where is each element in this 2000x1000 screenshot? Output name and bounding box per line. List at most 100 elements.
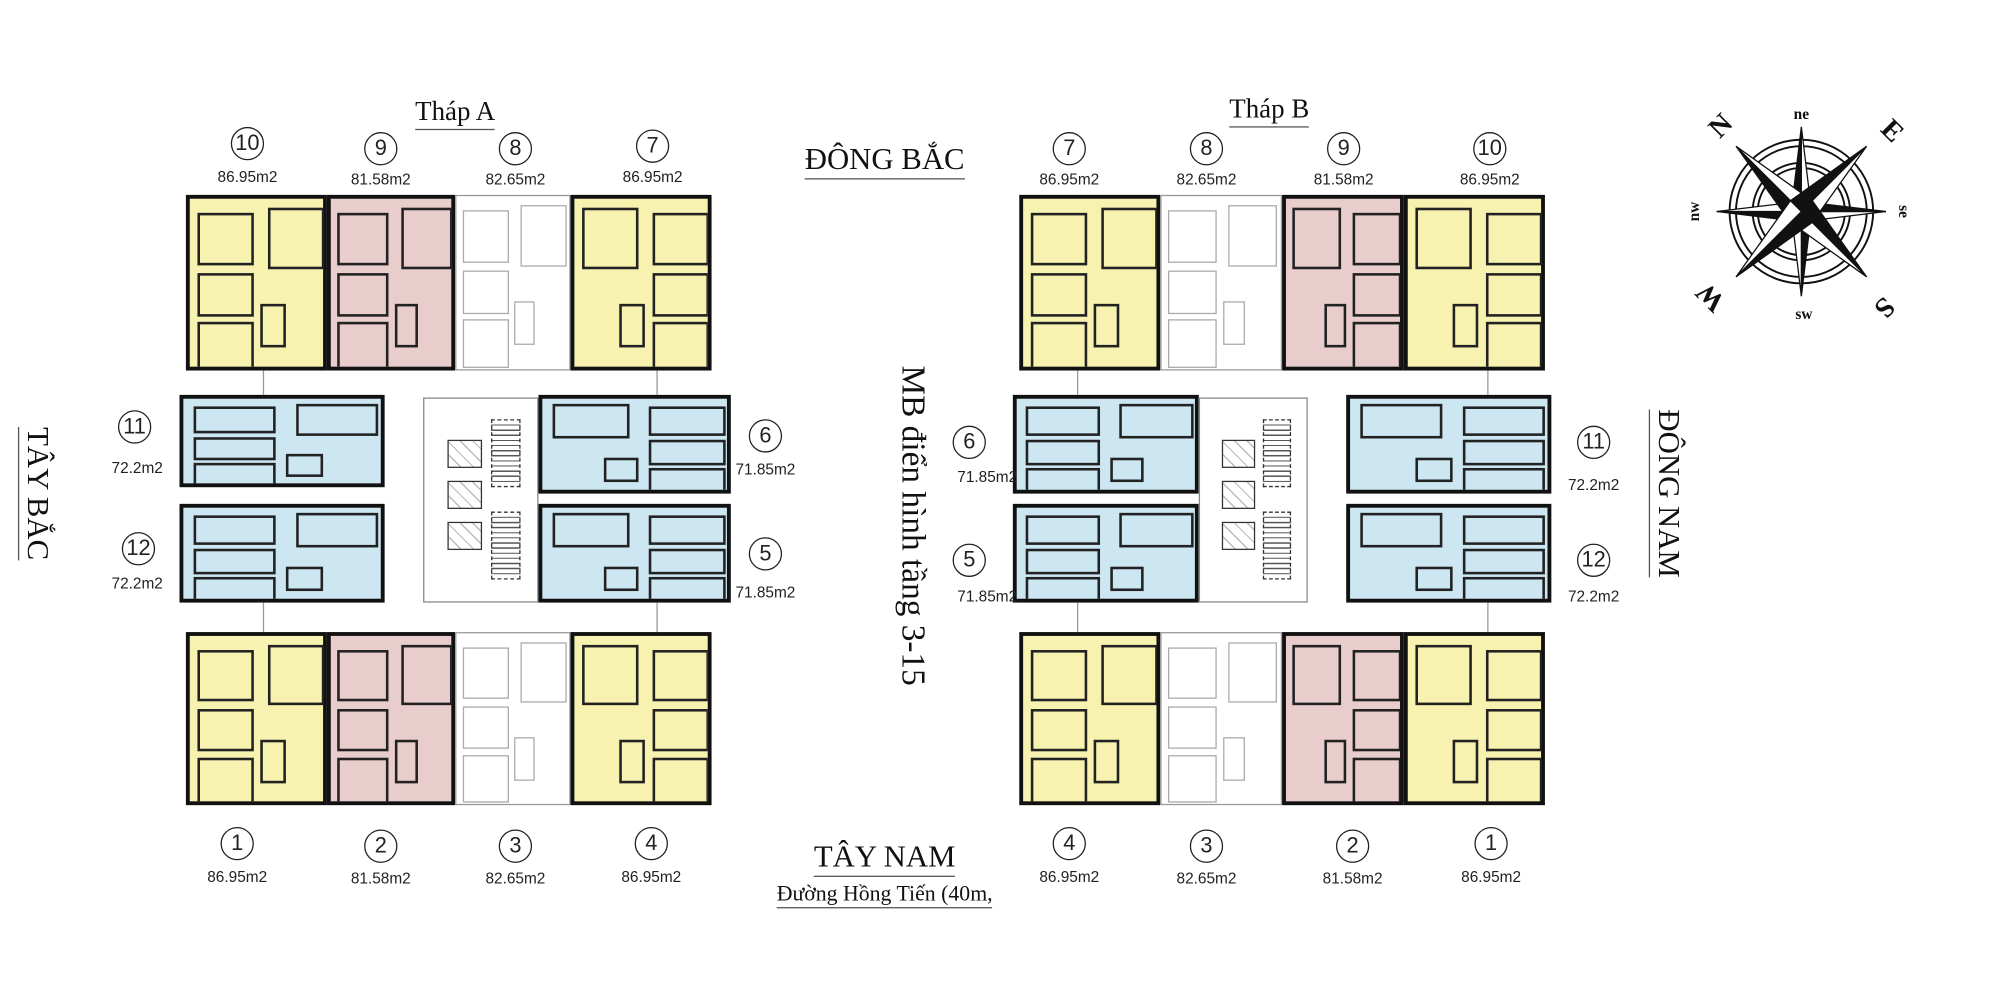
unit-number: 10 bbox=[230, 126, 265, 161]
room-outline bbox=[196, 212, 254, 266]
room-outline bbox=[1100, 644, 1157, 706]
room-outline bbox=[1026, 406, 1101, 437]
room-outline bbox=[581, 644, 638, 706]
unit-number: 5 bbox=[952, 543, 986, 577]
room-outline bbox=[337, 708, 389, 752]
unit-number: 11 bbox=[117, 410, 152, 444]
unit-area: 72.2m2 bbox=[111, 574, 163, 593]
room-outline bbox=[651, 321, 708, 367]
room-outline bbox=[1026, 576, 1101, 599]
tower-a-title: Tháp A bbox=[415, 96, 496, 131]
apartment-unit-plan bbox=[1019, 632, 1161, 806]
room-outline bbox=[193, 463, 276, 484]
elevator-shaft bbox=[447, 439, 483, 469]
room-outline bbox=[193, 406, 276, 434]
apartment-unit-plan bbox=[455, 194, 571, 371]
apartment-unit-plan bbox=[326, 194, 456, 371]
room-outline bbox=[462, 269, 509, 314]
room-outline bbox=[1167, 319, 1217, 369]
room-outline bbox=[514, 301, 535, 346]
unit-area: 71.85m2 bbox=[735, 583, 796, 602]
apartment-unit-plan bbox=[1012, 394, 1199, 494]
connector-line bbox=[656, 370, 658, 395]
room-outline bbox=[462, 210, 509, 263]
connector-line bbox=[262, 370, 265, 395]
room-outline bbox=[1462, 549, 1545, 574]
room-outline bbox=[648, 467, 726, 490]
unit-number: 7 bbox=[1052, 132, 1086, 166]
unit-number: 7 bbox=[635, 129, 670, 163]
compass-w: W bbox=[1690, 276, 1732, 318]
room-outline bbox=[196, 272, 254, 317]
staircase bbox=[1263, 511, 1291, 580]
room-outline bbox=[1324, 739, 1347, 784]
room-outline bbox=[196, 757, 254, 802]
connector-line bbox=[656, 602, 658, 633]
room-outline bbox=[1452, 304, 1479, 349]
room-outline bbox=[1228, 642, 1278, 703]
room-outline bbox=[1093, 739, 1120, 784]
unit-number: 2 bbox=[1335, 829, 1370, 863]
room-outline bbox=[581, 207, 638, 269]
room-outline bbox=[337, 757, 389, 802]
direction-north-east: ĐÔNG BẮC bbox=[804, 144, 965, 180]
apartment-unit-plan bbox=[1346, 394, 1552, 494]
room-outline bbox=[648, 515, 726, 546]
unit-area: 86.95m2 bbox=[1459, 170, 1520, 189]
unit-area: 81.58m2 bbox=[1313, 170, 1374, 189]
room-outline bbox=[619, 304, 645, 349]
unit-area: 72.2m2 bbox=[1567, 587, 1620, 606]
room-outline bbox=[1118, 512, 1194, 548]
apartment-unit-plan bbox=[538, 503, 731, 603]
elevator-shaft bbox=[447, 480, 483, 510]
room-outline bbox=[193, 549, 276, 574]
room-outline bbox=[462, 319, 509, 369]
unit-number: 12 bbox=[1576, 543, 1611, 577]
unit-number: 1 bbox=[1474, 826, 1508, 861]
elevator-shaft bbox=[1221, 480, 1255, 510]
compass-s: S bbox=[1868, 291, 1901, 324]
room-outline bbox=[1352, 212, 1401, 266]
room-outline bbox=[1026, 549, 1101, 574]
room-outline bbox=[1462, 467, 1545, 490]
unit-number: 8 bbox=[498, 132, 533, 166]
unit-area: 71.85m2 bbox=[735, 460, 796, 479]
apartment-unit-plan bbox=[1012, 503, 1199, 603]
unit-number: 4 bbox=[634, 826, 668, 861]
unit-area: 71.85m2 bbox=[957, 587, 1018, 606]
room-outline bbox=[648, 576, 726, 599]
room-outline bbox=[1167, 754, 1217, 803]
room-outline bbox=[1026, 440, 1101, 465]
elevator-stair-core bbox=[1198, 397, 1308, 603]
plan-title: MB điển hình tầng 3-15 bbox=[894, 365, 933, 686]
room-outline bbox=[1462, 515, 1545, 546]
room-outline bbox=[394, 304, 418, 349]
connector-line bbox=[262, 602, 265, 633]
direction-south-west: TÂY NAM bbox=[813, 841, 956, 877]
room-outline bbox=[1118, 403, 1194, 439]
apartment-unit-plan bbox=[455, 632, 571, 806]
room-outline bbox=[1100, 207, 1157, 269]
apartment-unit-plan bbox=[1346, 503, 1552, 603]
unit-area: 81.58m2 bbox=[350, 869, 411, 888]
room-outline bbox=[267, 207, 324, 269]
unit-area: 82.65m2 bbox=[1176, 170, 1237, 189]
room-outline bbox=[1030, 757, 1087, 802]
room-outline bbox=[1030, 212, 1087, 266]
room-outline bbox=[260, 304, 286, 349]
compass-nw: nw bbox=[1686, 201, 1703, 222]
unit-area: 86.95m2 bbox=[621, 867, 682, 886]
unit-area: 82.65m2 bbox=[485, 170, 546, 189]
room-outline bbox=[1030, 649, 1087, 702]
road-label: Đường Hồng Tiến (40m, bbox=[776, 881, 993, 909]
compass-e: E bbox=[1874, 114, 1909, 149]
unit-number: 3 bbox=[498, 829, 533, 863]
unit-area: 71.85m2 bbox=[957, 467, 1018, 486]
room-outline bbox=[519, 204, 567, 267]
room-outline bbox=[1485, 212, 1542, 266]
room-outline bbox=[1485, 757, 1542, 802]
room-outline bbox=[285, 566, 323, 592]
room-outline bbox=[1414, 207, 1472, 269]
compass-sw: sw bbox=[1795, 306, 1813, 323]
